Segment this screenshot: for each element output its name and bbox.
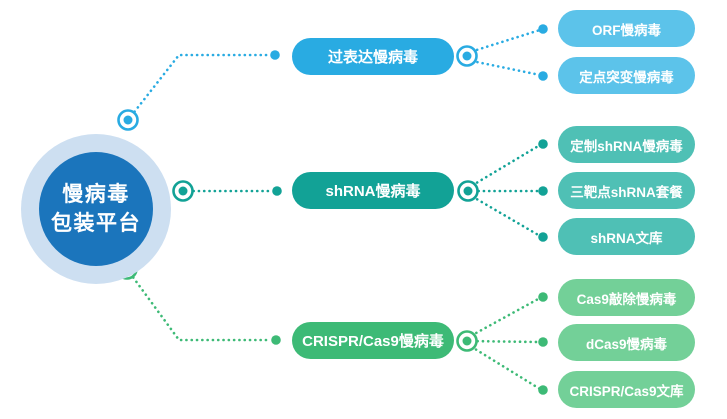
branch-dot-crispr: [271, 335, 281, 345]
connector-hub-to-crispr: [125, 267, 270, 342]
connector-crispr-to-knockout: [465, 296, 542, 340]
connector-overexpression-to-site-mutation: [465, 58, 542, 77]
leaf-dot-cas9-knockout: [538, 292, 548, 302]
leaf-pill-triple-target-shrna[interactable]: 三靶点shRNA套餐: [558, 172, 695, 209]
branch-pill-shrna[interactable]: shRNA慢病毒: [292, 172, 454, 209]
leaf-dot-dcas9: [538, 337, 548, 347]
leaf-pill-dcas9[interactable]: dCas9慢病毒: [558, 324, 695, 361]
leaf-pill-cas9-knockout[interactable]: Cas9敲除慢病毒: [558, 279, 695, 316]
hub-node-top: [117, 109, 139, 131]
leaf-pill-shrna-library[interactable]: shRNA文库: [558, 218, 695, 255]
connector-crispr-to-crispr-library: [465, 342, 542, 391]
leaf-dot-crispr-library: [538, 385, 548, 395]
connector-shrna-to-custom: [466, 143, 542, 190]
connector-hub-to-overexpression: [126, 53, 270, 122]
branch-pill-overexpression[interactable]: 过表达慢病毒: [292, 38, 454, 75]
branch-node-crispr: [456, 330, 478, 352]
leaf-dot-orf: [538, 24, 548, 34]
hub-node-right: [172, 180, 194, 202]
leaf-pill-site-mutation[interactable]: 定点突变慢病毒: [558, 57, 695, 94]
connector-overexpression-to-orf: [465, 28, 542, 55]
leaf-dot-shrna-library: [538, 232, 548, 242]
hub-title-line1: 慢病毒: [62, 183, 130, 206]
leaf-dot-triple-target: [538, 186, 548, 196]
hub-title-line2: 包装平台: [51, 212, 141, 235]
hub-circle: 慢病毒 包装平台: [21, 134, 171, 284]
leaf-pill-orf[interactable]: ORF慢病毒: [558, 10, 695, 47]
connector-shrna-to-library: [466, 192, 542, 238]
branch-pill-crispr[interactable]: CRISPR/Cas9慢病毒: [292, 322, 454, 359]
leaf-dot-site-mutation: [538, 71, 548, 81]
leaf-pill-custom-shrna[interactable]: 定制shRNA慢病毒: [558, 126, 695, 163]
branch-dot-shrna: [272, 186, 282, 196]
branch-dot-overexpression: [270, 50, 280, 60]
hub-inner-circle: 慢病毒 包装平台: [39, 152, 153, 266]
branch-node-overexpression: [456, 45, 478, 67]
connector-crispr-to-dcas9: [465, 339, 542, 344]
leaf-pill-crispr-library[interactable]: CRISPR/Cas9文库: [558, 371, 695, 408]
leaf-dot-custom-shrna: [538, 139, 548, 149]
branch-node-shrna: [457, 180, 479, 202]
